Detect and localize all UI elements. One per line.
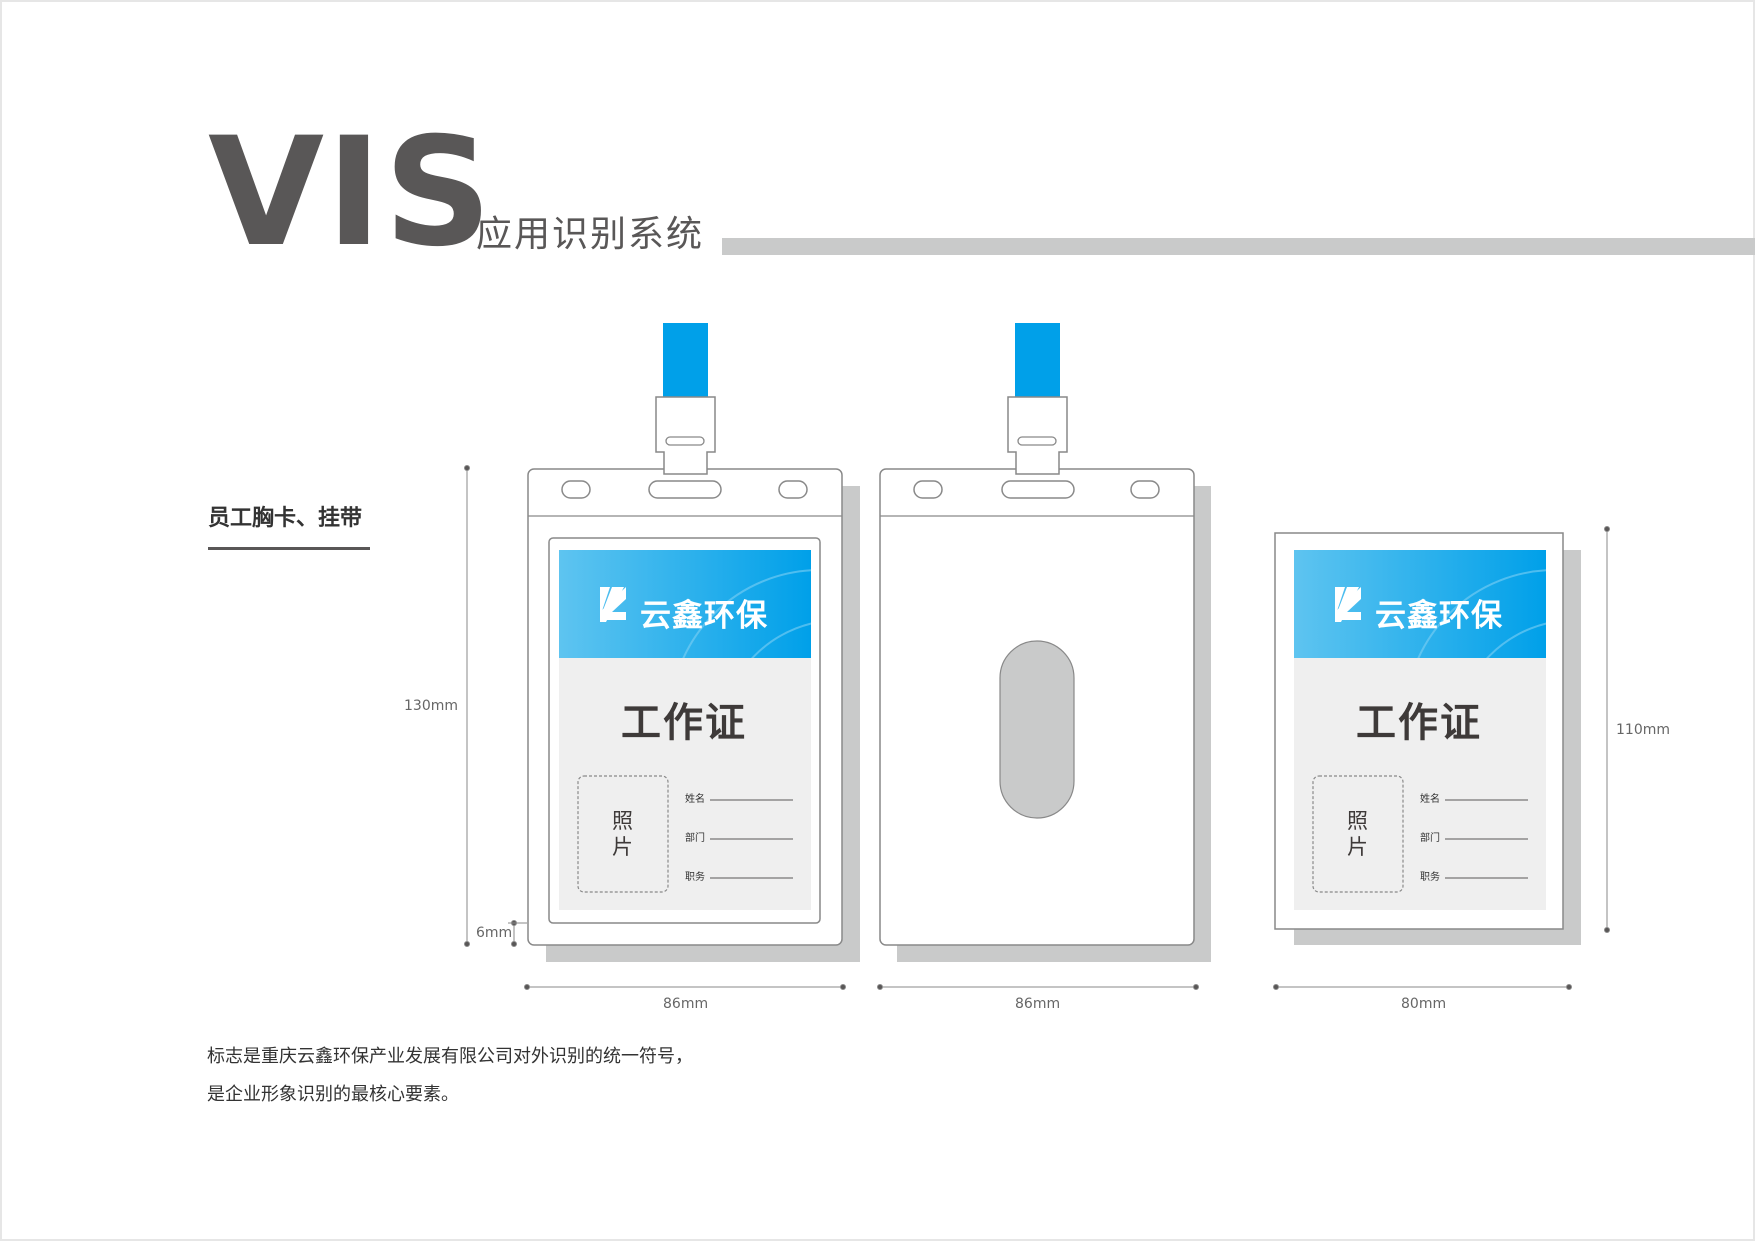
lanyard-front bbox=[663, 323, 708, 399]
section-title: 员工胸卡、挂带 bbox=[208, 506, 363, 531]
page-title: VIS bbox=[208, 106, 494, 280]
dim-insert-width: 80mm bbox=[1401, 996, 1447, 1012]
thumb-slot bbox=[999, 640, 1075, 819]
card-front-title: 工作证 bbox=[621, 700, 747, 746]
card-front-photo-label-1: 照 bbox=[612, 809, 633, 833]
card-front-photo-label-2: 片 bbox=[612, 835, 633, 859]
card-front-field-dept: 部门 bbox=[685, 833, 705, 844]
section-underline bbox=[208, 547, 370, 550]
card-insert-field-name: 姓名 bbox=[1420, 794, 1440, 805]
header-bar bbox=[722, 238, 1755, 255]
description-line-1: 标志是重庆云鑫环保产业发展有限公司对外识别的统一符号， bbox=[207, 1046, 693, 1067]
badge-clip bbox=[655, 396, 716, 475]
hole-center bbox=[648, 480, 722, 499]
card-insert-photo-label-1: 照 bbox=[1347, 809, 1368, 833]
card-front-field-title: 职务 bbox=[685, 872, 705, 883]
lanyard-back bbox=[1015, 323, 1060, 399]
card-front-brand: 云鑫环保 bbox=[640, 598, 768, 634]
dim-card-height: 130mm bbox=[404, 698, 458, 714]
dim-front-width: 86mm bbox=[663, 996, 709, 1012]
card-insert-photo-label-2: 片 bbox=[1347, 835, 1368, 859]
card-insert-brand: 云鑫环保 bbox=[1375, 598, 1503, 634]
dim-tab-height: 6mm bbox=[476, 925, 513, 941]
card-insert-title: 工作证 bbox=[1356, 700, 1482, 746]
hole-left bbox=[561, 480, 591, 499]
description-line-2: 是企业形象识别的最核心要素。 bbox=[207, 1084, 459, 1105]
brand-logo-mark bbox=[600, 587, 626, 622]
hole-right bbox=[778, 480, 808, 499]
card-front-field-name: 姓名 bbox=[685, 794, 705, 805]
page-subtitle: 应用识别系统 bbox=[476, 214, 705, 255]
dim-insert-height: 110mm bbox=[1616, 722, 1670, 738]
card-insert-field-title: 职务 bbox=[1420, 872, 1440, 883]
card-insert-field-dept: 部门 bbox=[1420, 833, 1440, 844]
dim-back-width: 86mm bbox=[1015, 996, 1061, 1012]
